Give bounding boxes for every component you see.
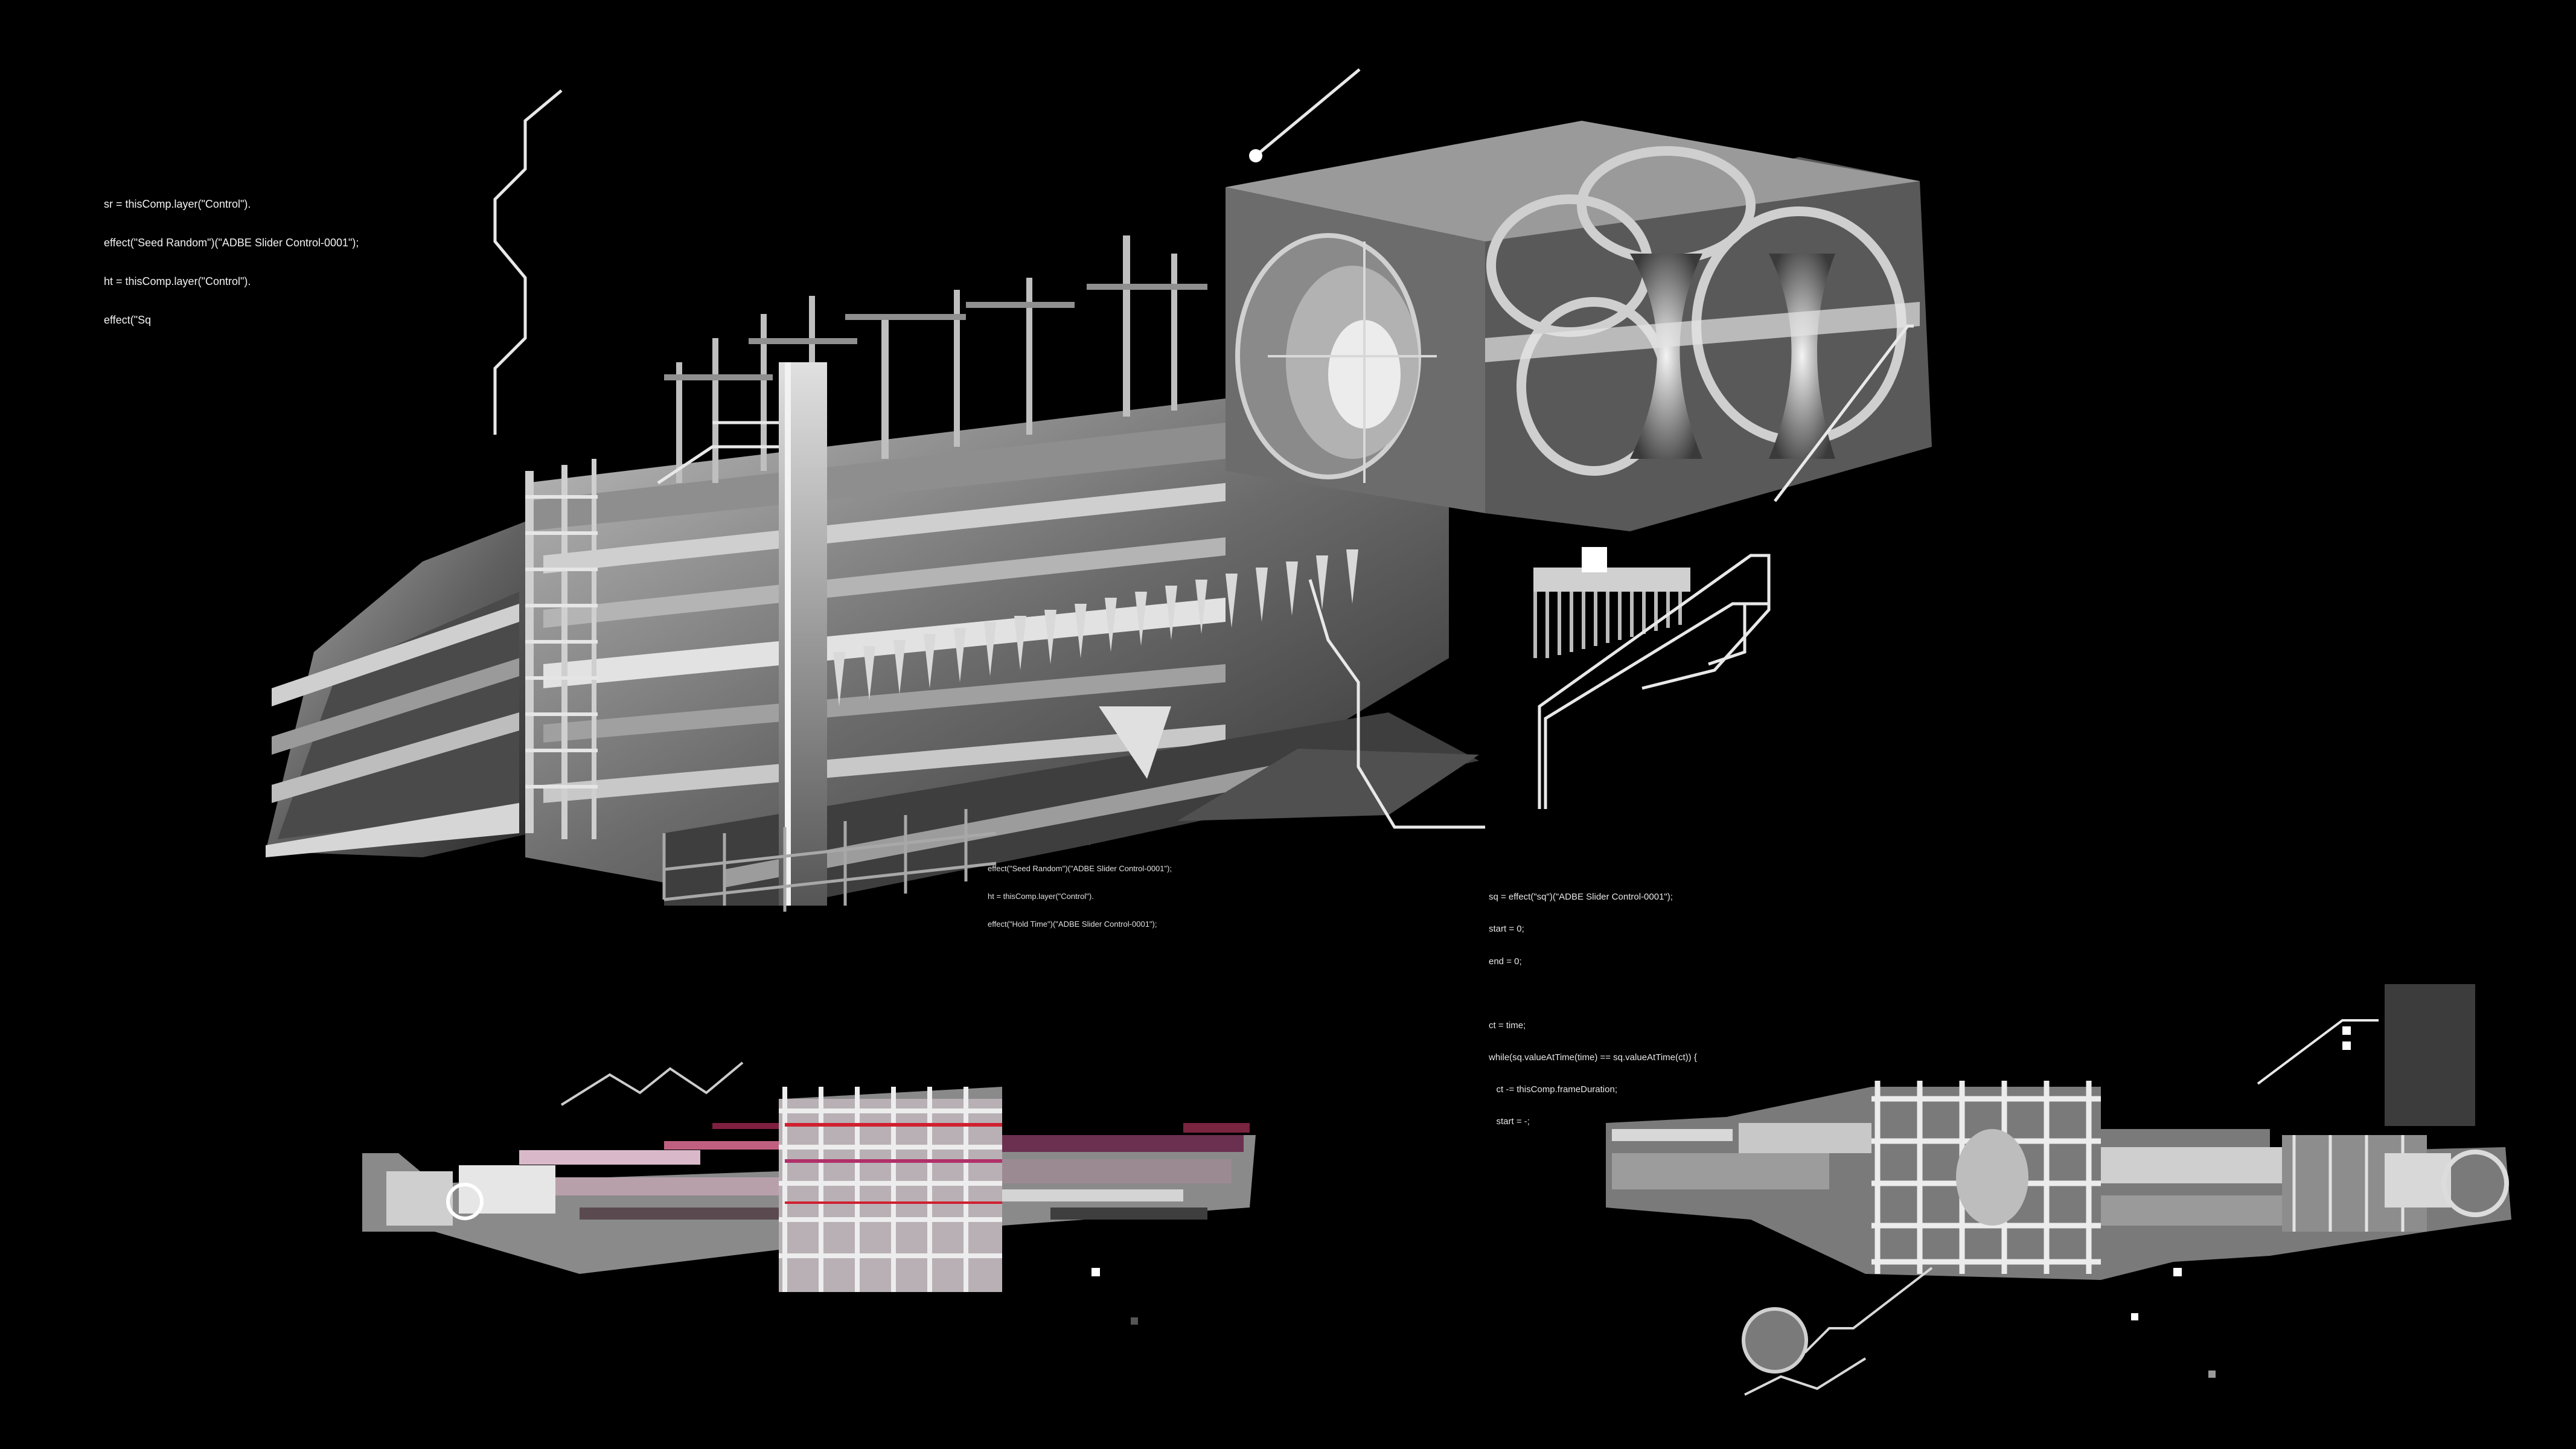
code-line: sr = thisComp.layer("Control"). — [104, 198, 251, 211]
code-line: effect("Hold Time")("ADBE Slider Control… — [988, 919, 1157, 929]
code-snippet-top-left: sr = thisComp.layer("Control"). effect("… — [104, 173, 359, 352]
glitch-structure-left — [362, 1061, 1256, 1325]
structure-right — [1606, 984, 2511, 1396]
code-line: ct -= thisComp.frameDuration; — [1489, 1084, 1618, 1095]
code-line: effect("Seed Random")("ADBE Slider Contr… — [104, 237, 359, 249]
code-line: effect("Seed Random")("ADBE Slider Contr… — [988, 863, 1172, 873]
code-line: effect("Sq — [104, 313, 152, 326]
code-line: start = -; — [1489, 1116, 1530, 1127]
code-snippet-right: sq = effect("sq")("ADBE Slider Control-0… — [1489, 871, 1697, 1148]
code-line: sq = effect("sq")("ADBE Slider Control-0… — [1489, 892, 1673, 903]
code-line: ht = thisComp.layer("Control"). — [988, 891, 1094, 901]
code-line: end = 0; — [1489, 956, 1522, 967]
hud-node-dot — [1249, 149, 1262, 162]
code-line: ct = time; — [1489, 1020, 1526, 1031]
hud-lines — [493, 68, 1914, 829]
main-structure — [266, 121, 1932, 912]
code-line: ht = thisComp.layer("Control"). — [104, 275, 251, 287]
code-line: start = 0; — [1489, 924, 1524, 935]
code-line: while(sq.valueAtTime(time) == sq.valueAt… — [1489, 1052, 1697, 1063]
